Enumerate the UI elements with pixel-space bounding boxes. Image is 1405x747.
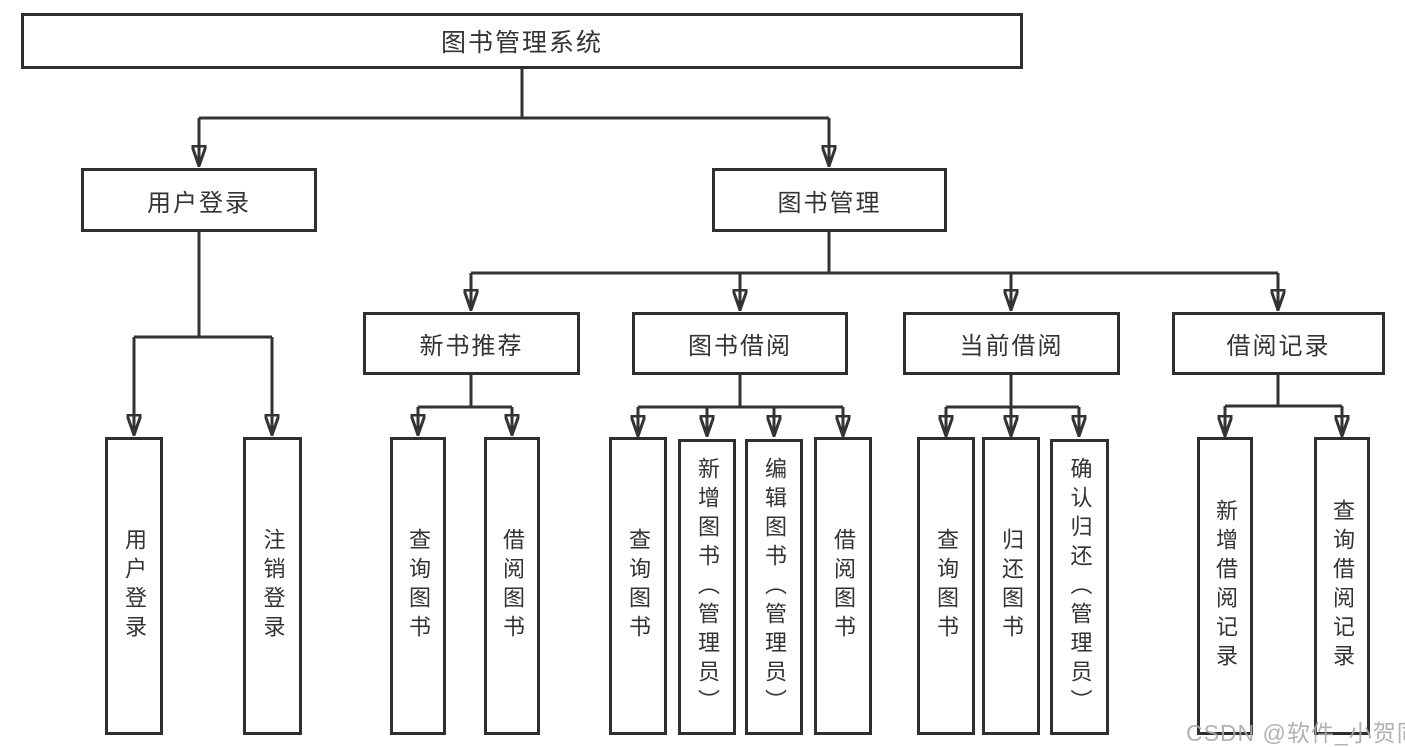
node-book-borrow-label: 图书借阅 [688, 333, 792, 360]
node-user-login-label: 用户登录 [147, 189, 251, 217]
node-user-login: 用户登录 [81, 168, 317, 232]
node-new-book-recommend-label: 新书推荐 [419, 333, 524, 360]
node-root-system: 图书管理系统 [21, 13, 1023, 69]
leaf-user-login-label: 用户登录 [122, 528, 147, 644]
leaf-query-borrow-record-label: 查询借阅记录 [1330, 499, 1355, 673]
node-current-borrow: 当前借阅 [903, 312, 1120, 375]
node-book-borrow: 图书借阅 [632, 312, 848, 375]
node-root-system-label: 图书管理系统 [440, 29, 603, 57]
connector-current-borrow [946, 375, 1079, 436]
leaf-confirm-return-admin-label: 确认归还（管理员） [1067, 456, 1093, 718]
leaf-logout: 注销登录 [243, 437, 302, 735]
leaf-recommend-borrow-books-label: 借阅图书 [500, 528, 525, 644]
leaf-recommend-query-books-label: 查询图书 [406, 528, 431, 644]
leaf-borrow-query-books-label: 查询图书 [626, 528, 651, 644]
node-borrow-records: 借阅记录 [1172, 312, 1385, 375]
node-book-management: 图书管理 [712, 168, 947, 232]
node-current-borrow-label: 当前借阅 [959, 333, 1064, 360]
leaf-add-borrow-record: 新增借阅记录 [1197, 437, 1253, 735]
leaf-borrow-query-books: 查询图书 [609, 437, 667, 735]
leaf-edit-books-admin: 编辑图书（管理员） [745, 439, 803, 735]
connector-new-book-recommend [418, 375, 512, 435]
connector-book-borrow [638, 375, 843, 436]
node-borrow-records-label: 借阅记录 [1226, 333, 1331, 360]
leaf-borrow-books-label: 借阅图书 [831, 528, 856, 644]
leaf-query-borrow-record: 查询借阅记录 [1314, 437, 1370, 735]
leaf-return-books-label: 归还图书 [999, 528, 1024, 644]
leaf-recommend-borrow-books: 借阅图书 [484, 437, 540, 735]
leaf-recommend-query-books: 查询图书 [390, 437, 446, 735]
leaf-user-login: 用户登录 [105, 437, 163, 735]
leaf-edit-books-admin-label: 编辑图书（管理员） [762, 456, 787, 718]
csdn-watermark: CSDN @软件_小贺同学 [1186, 720, 1405, 746]
leaf-add-borrow-record-label: 新增借阅记录 [1213, 499, 1238, 673]
leaf-confirm-return-admin: 确认归还（管理员） [1050, 439, 1109, 735]
connector-root-to-level2 [199, 69, 829, 166]
connector-borrow-records [1225, 375, 1342, 436]
leaf-add-books-admin-label: 新增图书（管理员） [695, 456, 720, 718]
leaf-return-books: 归还图书 [982, 437, 1040, 735]
leaf-add-books-admin: 新增图书（管理员） [678, 439, 736, 735]
leaf-current-query-books: 查询图书 [917, 437, 975, 735]
leaf-borrow-books: 借阅图书 [814, 437, 872, 735]
leaf-current-query-books-label: 查询图书 [934, 528, 959, 644]
connector-user-login-branch [134, 232, 272, 435]
node-new-book-recommend: 新书推荐 [363, 312, 580, 375]
connector-book-management-branch [471, 232, 1278, 310]
leaf-logout-label: 注销登录 [260, 528, 286, 644]
node-book-management-label: 图书管理 [777, 189, 882, 217]
